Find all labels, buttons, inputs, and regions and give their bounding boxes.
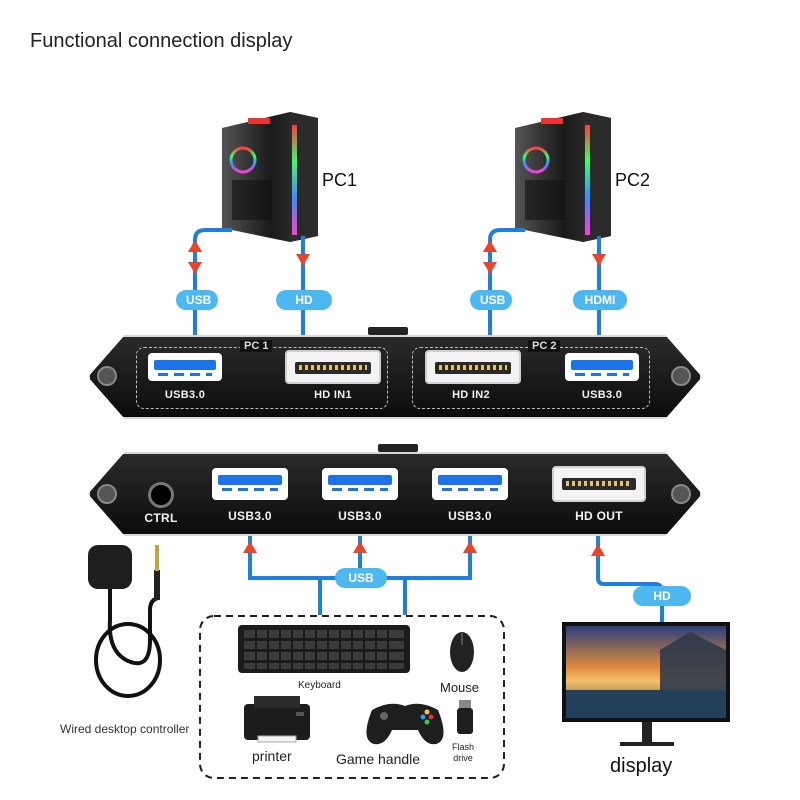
top-right-screw-icon [671, 366, 691, 386]
hd-in1-label: HD IN1 [314, 389, 352, 401]
mouse-icon [450, 632, 474, 672]
game-handle-icon [366, 703, 444, 745]
bottom-usb-port-1[interactable] [212, 468, 288, 500]
bottom-usb-port-1-label: USB3.0 [228, 509, 272, 523]
keyboard-icon [238, 625, 410, 673]
monitor-icon [562, 622, 730, 746]
bottom-cables [248, 530, 664, 625]
pc2-group-label: PC 2 [528, 340, 561, 352]
printer-label: printer [252, 748, 292, 764]
pc1-hd-tag: HD [276, 290, 332, 310]
printer-icon [244, 696, 310, 743]
page-title: Functional connection display [30, 30, 293, 52]
bottom-switch-button[interactable] [378, 444, 418, 452]
bottom-left-screw-icon [97, 484, 117, 504]
peripherals-box [199, 615, 505, 779]
top-left-screw-icon [97, 366, 117, 386]
display-hd-tag: HD [633, 586, 691, 606]
top-usb-port-1-label: USB3.0 [164, 389, 206, 401]
top-switch-button[interactable] [368, 327, 408, 335]
top-usb-port-2-label: USB3.0 [581, 389, 623, 401]
pc2-hdmi-tag: HDMI [573, 290, 627, 310]
hd-out-label: HD OUT [575, 509, 623, 523]
controller-label: Wired desktop controller [60, 722, 190, 736]
top-cables [193, 228, 601, 338]
pc2-label: PC2 [615, 170, 651, 190]
wired-controller-icon [88, 545, 162, 698]
top-arrows [188, 240, 606, 274]
ctrl-label: CTRL [144, 511, 178, 525]
keyboard-label: Keyboard [298, 680, 341, 691]
pc1-group-label: PC 1 [240, 340, 273, 352]
hd-in2-label: HD IN2 [452, 389, 490, 401]
game-handle-label: Game handle [336, 751, 421, 767]
bottom-usb-port-2[interactable] [322, 468, 398, 500]
display-label: display [610, 755, 673, 777]
bottom-usb-port-3-label: USB3.0 [448, 509, 492, 523]
top-usb-port-2[interactable] [565, 353, 639, 381]
ctrl-jack[interactable] [148, 482, 174, 508]
hd-in1-port[interactable] [285, 350, 381, 384]
hd-in2-port[interactable] [425, 350, 521, 384]
flash-drive-icon [457, 700, 473, 734]
pc1-label: PC1 [322, 170, 358, 190]
bottom-arrows [243, 541, 605, 556]
pc2-tower-icon [515, 112, 611, 242]
peripherals-usb-tag: USB [335, 568, 387, 588]
mouse-label: Mouse [440, 680, 480, 695]
pc1-tower-icon [222, 112, 318, 242]
pc1-usb-tag: USB [176, 290, 218, 310]
top-usb-port-1[interactable] [148, 353, 222, 381]
pc2-usb-tag: USB [470, 290, 512, 310]
bottom-usb-port-3[interactable] [432, 468, 508, 500]
hd-out-port[interactable] [552, 466, 646, 502]
flash-drive-label: Flash drive [451, 742, 474, 763]
bottom-usb-port-2-label: USB3.0 [338, 509, 382, 523]
bottom-right-screw-icon [671, 484, 691, 504]
